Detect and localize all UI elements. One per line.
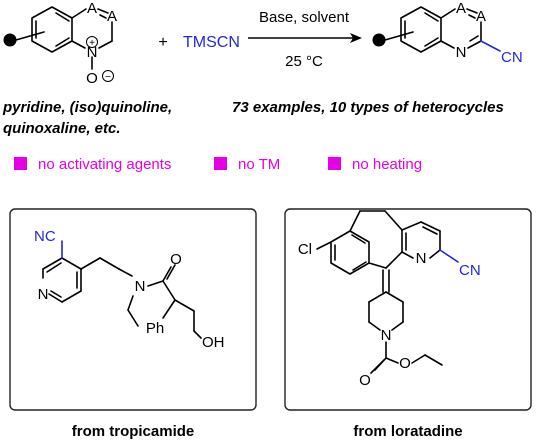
feature-label-3: no heating [352, 156, 422, 173]
product-cn-label: CN [501, 49, 523, 66]
loratadine-pyridine-n: N [416, 250, 427, 267]
example-box-tropicamide [9, 208, 257, 411]
loratadine-ester-o: O [399, 355, 411, 372]
product-substituent-dot [372, 33, 386, 47]
sm-atom-a1: A [87, 0, 97, 17]
sm-atom-o: O [86, 70, 98, 87]
caption-loratadine: from loratadine [353, 423, 462, 440]
product-benzo-ring [400, 6, 442, 53]
substrate-scope-line1: pyridine, (iso)quinoline, [2, 99, 172, 116]
tropicamide-derivative-structure: NC N N O Ph OH [34, 228, 225, 351]
sm-atom-n: N [87, 44, 98, 61]
feature-bullet-1 [14, 157, 27, 170]
sm-minus-charge: − [105, 72, 111, 83]
tropicamide-pyridine-n: N [38, 286, 49, 303]
feature-bullet-2 [214, 157, 227, 170]
feature-label-1: no activating agents [38, 156, 171, 173]
plus-sign: + [158, 34, 167, 51]
substituent-bond [15, 31, 45, 41]
caption-tropicamide: from tropicamide [72, 423, 195, 440]
tropicamide-amide-n: N [135, 278, 146, 295]
benzo-ring [31, 6, 73, 53]
tropicamide-nc-label: NC [34, 228, 56, 245]
plus-charge-circle [86, 36, 98, 48]
tropicamide-carbonyl-o: O [170, 251, 182, 268]
loratadine-derivative-structure: Cl N CN N O O [298, 210, 481, 389]
minus-charge-circle [102, 70, 114, 82]
feature-label-2: no TM [238, 156, 280, 173]
loratadine-piperidine-n: N [381, 327, 392, 344]
product-atom-a1: A [456, 0, 466, 17]
sm-plus-charge: + [89, 38, 95, 49]
loratadine-carbonyl-o: O [359, 372, 371, 389]
tropicamide-oh: OH [202, 334, 225, 351]
reagent-label: TMSCN [183, 34, 240, 51]
loratadine-cl: Cl [298, 241, 312, 258]
tropicamide-ph: Ph [146, 320, 164, 337]
product-atom-a2: A [476, 8, 486, 25]
condition-top: Base, solvent [259, 9, 350, 26]
substituent-dot [3, 33, 17, 47]
examples-summary: 73 examples, 10 types of heterocycles [232, 99, 504, 116]
feature-bullet-3 [328, 157, 341, 170]
loratadine-cn: CN [459, 262, 481, 279]
starting-material-structure: A A N + O − [3, 0, 117, 87]
arrow-head [350, 33, 362, 43]
sm-atom-a2: A [107, 8, 117, 25]
product-atom-n: N [456, 44, 467, 61]
product-structure: A A N CN [372, 0, 523, 66]
product-cn-bond [480, 40, 501, 52]
example-box-loratadine [284, 208, 532, 411]
substrate-scope-line2: quinoxaline, etc. [3, 120, 121, 137]
condition-bottom: 25 °C [285, 53, 323, 70]
